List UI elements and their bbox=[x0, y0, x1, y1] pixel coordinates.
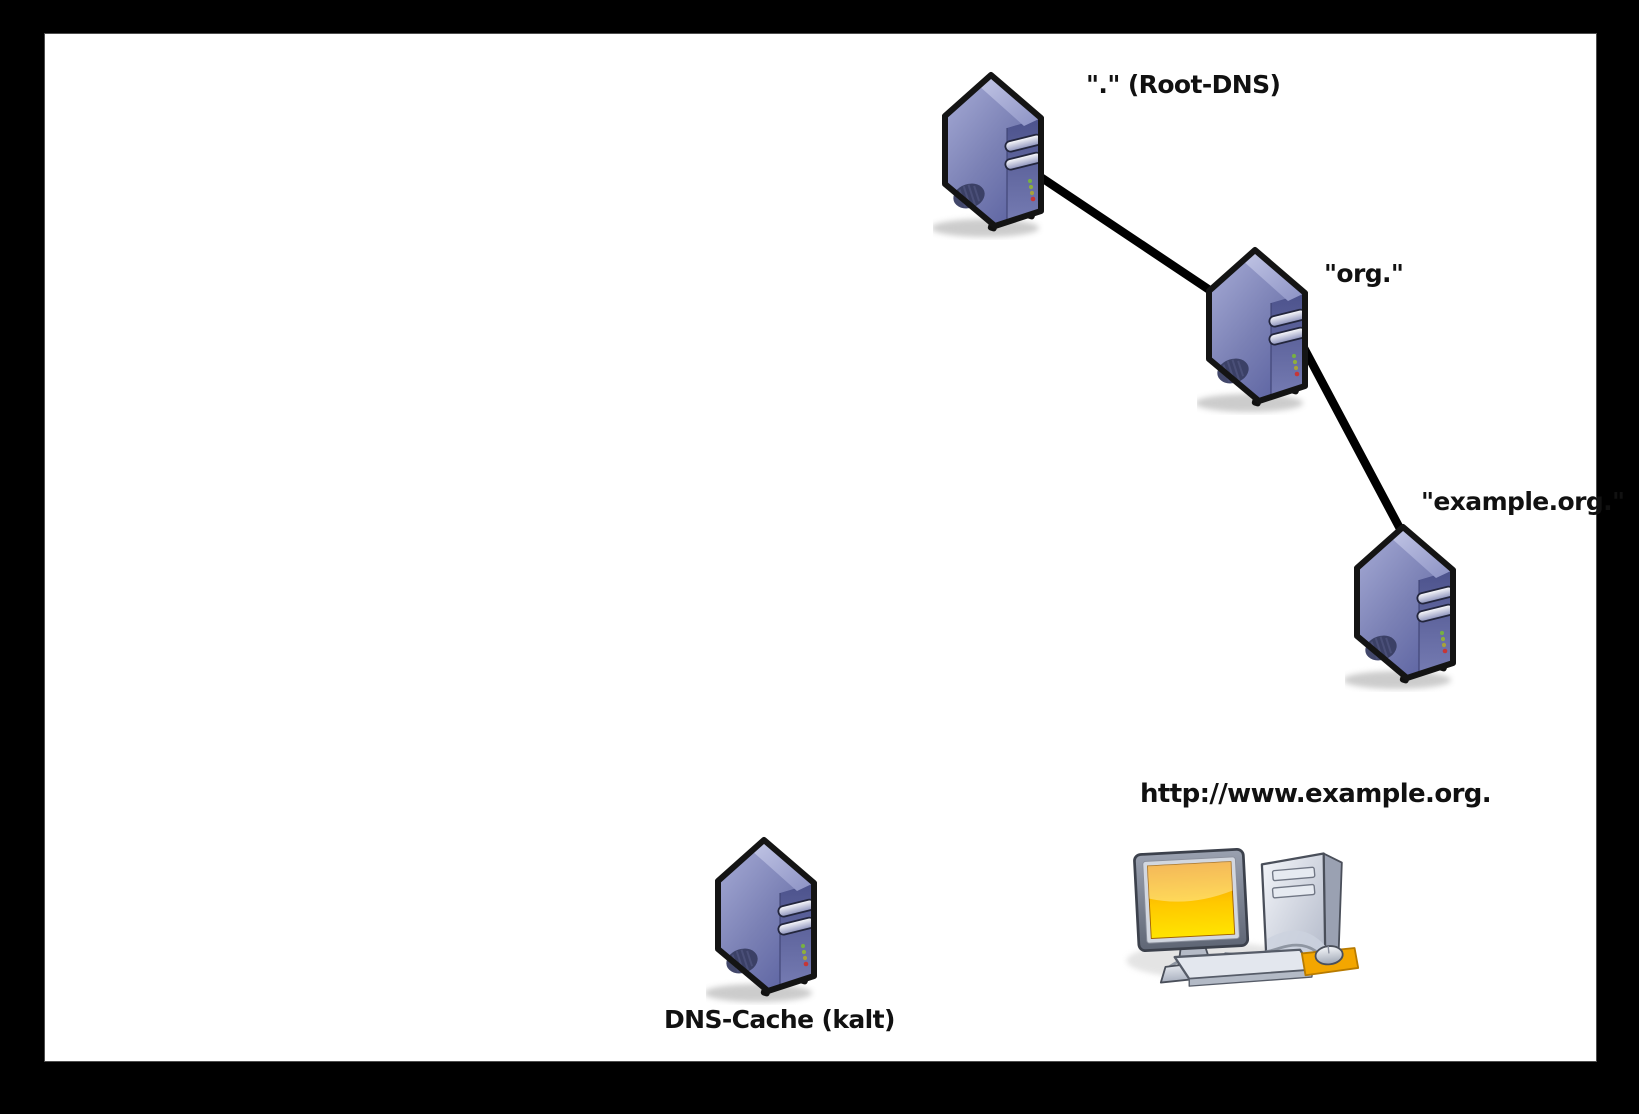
desktop-computer-icon bbox=[1122, 838, 1360, 998]
node-org bbox=[1197, 243, 1323, 415]
label-root-dns: "." (Root-DNS) bbox=[1086, 70, 1281, 99]
server-icon bbox=[1197, 243, 1323, 415]
label-client-url: http://www.example.org. bbox=[1140, 779, 1492, 809]
node-root-dns bbox=[933, 68, 1059, 240]
label-example-org: "example.org." bbox=[1421, 487, 1625, 516]
server-icon bbox=[1345, 520, 1471, 692]
label-dns-cache: DNS-Cache (kalt) bbox=[664, 1005, 895, 1034]
server-icon bbox=[933, 68, 1059, 240]
server-icon bbox=[706, 833, 832, 1005]
node-dns-cache bbox=[706, 833, 832, 1005]
label-org: "org." bbox=[1324, 259, 1404, 288]
node-client-workstation bbox=[1122, 838, 1360, 998]
node-example-org bbox=[1345, 520, 1471, 692]
